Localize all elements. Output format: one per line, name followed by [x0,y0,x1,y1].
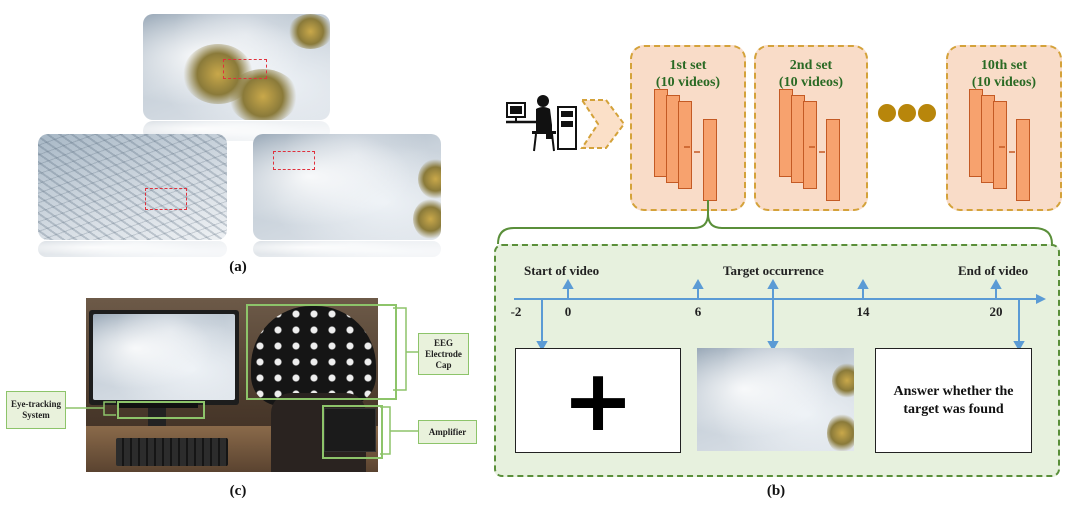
tree-canopy [413,199,441,239]
participant-at-computer-icon [506,95,577,152]
target-region-box [223,59,267,79]
set-subtitle: (10 videos) [778,75,844,90]
ellipsis-dot [898,104,916,122]
eye-tracker-highlight [117,401,205,419]
fixation-cross-screen: + [515,348,681,453]
eeg-cap-highlight [246,304,397,400]
panel-c-label: (c) [229,483,247,499]
flow-arrow-icon [580,99,626,149]
set-title: 1st set [669,58,707,73]
eye-tracker-bar [118,402,198,408]
panel-b-label: (b) [766,483,786,499]
event-start-of-video: Start of video [524,263,600,278]
eye-tracking-callout: Eye-tracking System [6,391,66,429]
keyboard [116,438,228,466]
foggy-aerial-image-top [143,14,330,120]
ellipsis-dot [878,104,896,122]
video-card [826,119,840,201]
lab-photo [86,298,378,472]
ellipsis-dot [918,104,936,122]
set-title: 10th set [980,58,1028,73]
tree-canopy [228,69,298,120]
target-region-box [273,151,315,170]
tick-label: -2 [510,304,522,319]
answer-prompt-text: Answer whether the target was found [893,383,1014,417]
amplifier-callout: Amplifier [418,420,477,444]
monitor-screen [93,314,235,400]
foggy-aerial-image-right [253,134,441,240]
event-target-occurrence: Target occurrence [723,263,824,278]
amplifier-highlight [322,405,383,459]
tick-label: 6 [694,304,702,319]
set-title: 2nd set [789,58,833,73]
image-reflection [253,241,441,257]
video-card [1016,119,1030,201]
tree-canopy [418,159,441,199]
tree-canopy [832,363,854,398]
set-subtitle: (10 videos) [655,75,721,90]
event-end-of-video: End of video [958,263,1029,278]
answer-prompt-screen: Answer whether the target was found [875,348,1032,453]
tree-canopy [827,413,854,451]
video-card [993,101,1007,189]
eeg-cap-callout: EEG Electrode Cap [418,333,469,375]
image-reflection [38,241,227,257]
snowy-aerial-image-left [38,134,227,240]
set-subtitle: (10 videos) [971,75,1037,90]
video-frame-screen [697,348,854,451]
video-card [678,101,692,189]
fixation-cross-icon: + [561,350,635,451]
video-card-selected [703,119,717,201]
video-card [803,101,817,189]
panel-a-label: (a) [229,259,247,275]
tick-label: 0 [564,304,572,319]
tick-label: 20 [989,304,1003,319]
participant-head-eeg-cap [251,306,376,406]
target-region-box [145,188,187,210]
tree-canopy [288,14,330,49]
amplifier-device [324,408,376,452]
tick-label: 14 [856,304,870,319]
